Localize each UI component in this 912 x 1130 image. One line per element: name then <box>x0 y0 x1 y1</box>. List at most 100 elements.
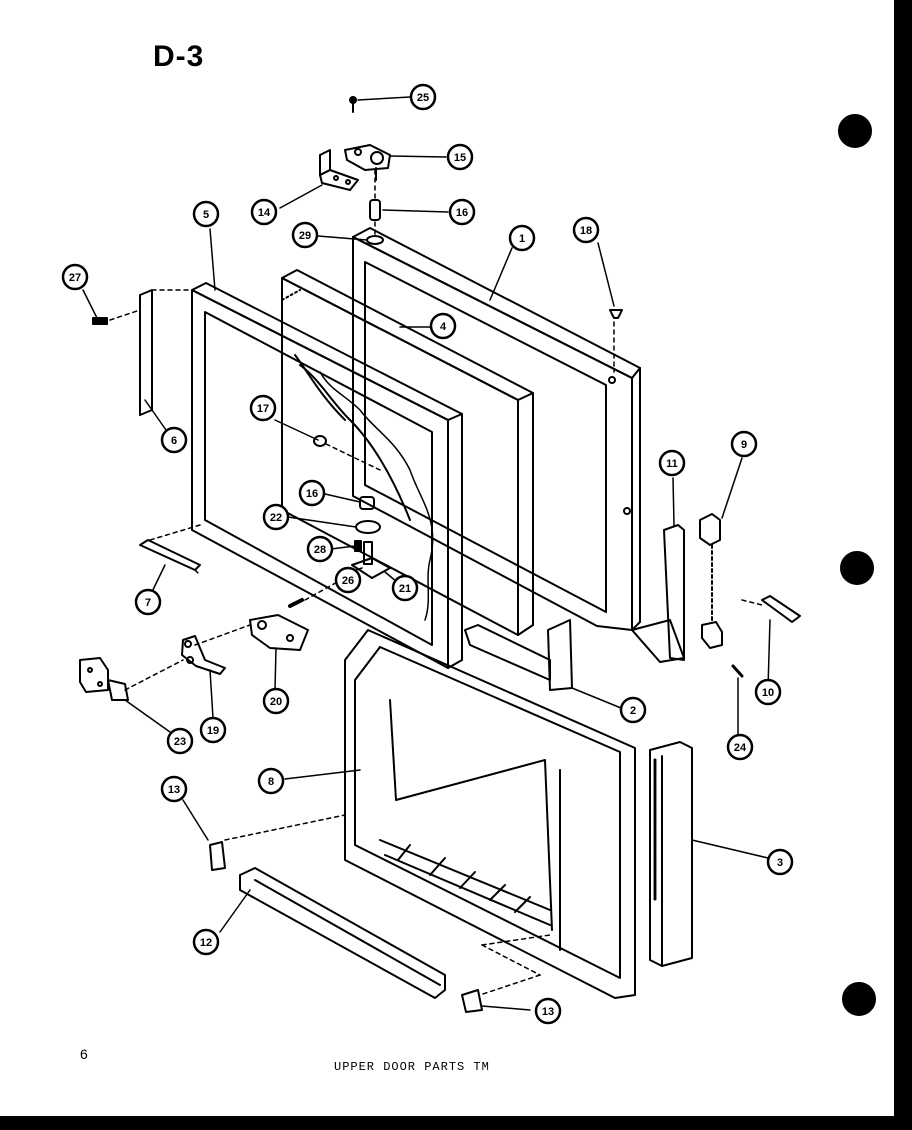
callout-label: 24 <box>734 742 747 754</box>
callout-label: 23 <box>174 736 186 748</box>
callout-23 <box>166 727 194 755</box>
callout-label: 8 <box>268 776 274 788</box>
callout-2 <box>619 696 647 724</box>
callout-27 <box>61 263 89 291</box>
part-29-washer <box>366 235 384 245</box>
part-1-door-panel <box>352 227 641 631</box>
binder-hole-top <box>838 114 872 148</box>
part-15-top-hinge <box>344 144 391 181</box>
part-9-latch <box>699 513 723 649</box>
part-28-screw <box>354 540 362 552</box>
callout-12 <box>192 928 220 956</box>
callout-8 <box>257 767 285 795</box>
callout-4 <box>429 312 457 340</box>
part-12-bottom-rail <box>239 867 446 999</box>
callout-6-top <box>160 426 188 454</box>
callout-11 <box>658 449 686 477</box>
scan-border-right <box>894 0 912 1130</box>
part-27-screw <box>92 317 108 325</box>
callout-label: 13 <box>542 1006 554 1018</box>
part-18-plug <box>609 309 623 319</box>
callout-24 <box>726 733 754 761</box>
callout-29 <box>291 221 319 249</box>
callout-15 <box>446 143 474 171</box>
callout-17 <box>249 394 277 422</box>
callout-28 <box>306 535 334 563</box>
callout-7 <box>134 588 162 616</box>
callout-label: 22 <box>270 512 282 524</box>
callout-18 <box>572 216 600 244</box>
part-8-outer-door <box>344 629 636 999</box>
callout-label: 13 <box>168 784 180 796</box>
part-20-lower-hinge <box>249 614 309 651</box>
callout-22 <box>262 503 290 531</box>
callout-label: 21 <box>399 583 411 595</box>
part-5-inner-frame <box>191 282 463 669</box>
callout-label: 14 <box>258 207 271 219</box>
callout-25 <box>409 83 437 111</box>
callout-label: 15 <box>454 152 466 164</box>
part-13-bracket-lower <box>461 989 483 1013</box>
callout-label: 19 <box>207 725 219 737</box>
part-3-side-trim <box>649 741 693 967</box>
callout-label: 29 <box>299 230 311 242</box>
callout-label: 12 <box>200 937 212 949</box>
callout-10 <box>754 678 782 706</box>
part-19-hinge-plate <box>181 635 226 675</box>
part-16-bushing-lower <box>359 496 375 510</box>
callout-label: 16 <box>456 207 468 219</box>
callout-13-bottom <box>534 997 562 1025</box>
callout-20 <box>262 687 290 715</box>
callout-label: 7 <box>145 597 151 609</box>
callout-26 <box>334 566 362 594</box>
part-13-bracket <box>209 841 226 871</box>
callout-label: 4 <box>440 321 447 333</box>
part-25-screw <box>349 96 357 113</box>
part-7-strip <box>139 539 201 571</box>
diagram-title: D-3 <box>153 40 205 73</box>
part-22-washer <box>355 520 381 534</box>
callout-label: 18 <box>580 225 592 237</box>
part-23-bracket <box>79 657 129 701</box>
scan-border-bottom <box>0 1116 912 1130</box>
part-4-liner-panel <box>281 269 534 636</box>
callout-19 <box>199 716 227 744</box>
part-11-side-hinge <box>631 524 685 663</box>
part-6-trim-strip <box>139 289 153 416</box>
callout-label: 1 <box>519 233 525 245</box>
binder-hole-bottom <box>842 982 876 1016</box>
callout-label: 6 <box>171 435 177 447</box>
part-21-hinge-bracket <box>351 541 391 579</box>
callout-label: 28 <box>314 544 326 556</box>
part-24-screw <box>731 664 744 678</box>
callout-label: 5 <box>203 209 209 221</box>
callout-9 <box>730 430 758 458</box>
callout-1 <box>508 224 536 252</box>
callout-21 <box>391 574 419 602</box>
callout-label: 2 <box>630 705 636 717</box>
callout-13-top <box>160 775 188 803</box>
callout-label: 3 <box>777 857 783 869</box>
part-10-shim <box>761 595 801 623</box>
callout-label: 11 <box>666 458 678 470</box>
callout-label: 20 <box>270 696 282 708</box>
callout-label: 27 <box>69 272 81 284</box>
callout-label: 26 <box>342 575 354 587</box>
callout-label: 25 <box>417 92 429 104</box>
diagram-caption: UPPER DOOR PARTS TM <box>334 1060 490 1074</box>
binder-hole-middle <box>840 551 874 585</box>
page-number: 6 <box>80 1046 88 1062</box>
callout-label: 10 <box>762 687 774 699</box>
callout-5 <box>192 200 220 228</box>
callout-16-lower <box>298 479 326 507</box>
part-26-screw <box>288 598 304 608</box>
callout-label: 17 <box>257 403 269 415</box>
callout-3 <box>766 848 794 876</box>
part-17-screw <box>313 435 327 447</box>
callout-16-top <box>448 198 476 226</box>
part-16-bushing-top <box>369 199 381 221</box>
callout-label: 16 <box>306 488 318 500</box>
callout-label: 9 <box>741 439 747 451</box>
